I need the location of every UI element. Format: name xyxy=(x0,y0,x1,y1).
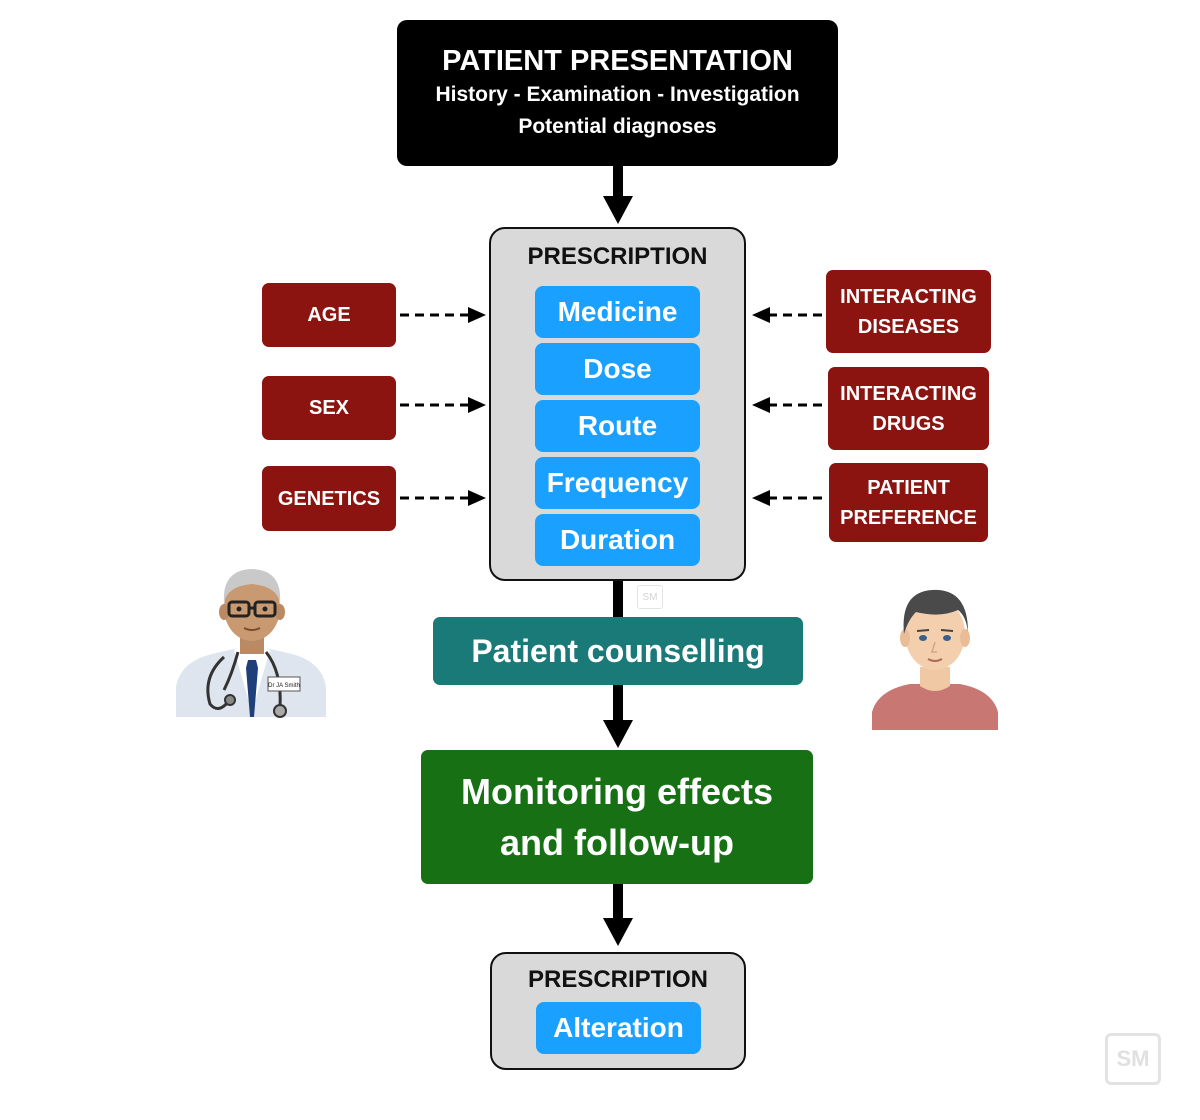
factor-patient-preference: PATIENT PREFERENCE xyxy=(829,463,988,542)
presentation-line2: Potential diagnoses xyxy=(518,115,717,138)
prescription-box: PRESCRIPTION Medicine Dose Route Frequen… xyxy=(489,227,746,581)
factor-interacting-drugs: INTERACTING DRUGS xyxy=(828,367,989,450)
arrow-counselling-to-monitoring xyxy=(603,684,633,748)
prescription-item-frequency: Frequency xyxy=(535,457,700,509)
arrow-presentation-to-prescription xyxy=(603,166,633,224)
prescription-item-duration: Duration xyxy=(535,514,700,566)
factor-interacting-diseases-line1: INTERACTING xyxy=(840,285,977,308)
arrow-genetics xyxy=(400,490,486,506)
patient-presentation-box: PATIENT PRESENTATION History - Examinati… xyxy=(397,20,838,166)
factor-patient-preference-line1: PATIENT xyxy=(867,476,950,499)
doctor-badge-text: Dr JA Smith xyxy=(268,683,300,689)
alteration-box: PRESCRIPTION Alteration xyxy=(490,952,746,1070)
watermark-logo: SM xyxy=(1105,1033,1161,1085)
arrow-interacting-diseases xyxy=(752,307,822,323)
alteration-title: PRESCRIPTION xyxy=(527,966,709,993)
factor-age: AGE xyxy=(262,283,396,347)
monitoring-line1: Monitoring effects xyxy=(461,771,773,812)
prescription-item-medicine: Medicine xyxy=(535,286,700,338)
arrow-age xyxy=(400,307,486,323)
factor-genetics: GENETICS xyxy=(262,466,396,531)
factor-interacting-diseases: INTERACTING DISEASES xyxy=(826,270,991,353)
small-watermark: SM xyxy=(637,585,663,609)
arrow-sex xyxy=(400,397,486,413)
prescription-title: PRESCRIPTION xyxy=(527,243,708,270)
small-watermark-text: SM xyxy=(642,591,658,603)
alteration-item: Alteration xyxy=(536,1002,701,1054)
line-prescription-to-counselling xyxy=(613,580,623,620)
factor-sex: SEX xyxy=(262,376,396,440)
watermark-text: SM xyxy=(1116,1046,1150,1071)
factor-patient-preference-line2: PREFERENCE xyxy=(840,506,977,529)
arrow-interacting-drugs xyxy=(752,397,822,413)
arrow-monitoring-to-alteration xyxy=(603,884,633,946)
monitoring-line2: and follow-up xyxy=(500,822,734,863)
arrow-patient-preference xyxy=(752,490,822,506)
presentation-line1: History - Examination - Investigation xyxy=(435,83,800,106)
factor-interacting-drugs-line1: INTERACTING xyxy=(840,382,977,405)
prescription-item-dose: Dose xyxy=(535,343,700,395)
presentation-title: PATIENT PRESENTATION xyxy=(442,45,793,77)
doctor-illustration: Dr JA Smith xyxy=(176,569,326,718)
factor-interacting-drugs-line2: DRUGS xyxy=(872,412,945,435)
factor-interacting-diseases-line2: DISEASES xyxy=(857,315,960,338)
patient-illustration xyxy=(872,589,998,730)
patient-counselling-box: Patient counselling xyxy=(433,617,803,685)
monitoring-box: Monitoring effects and follow-up xyxy=(421,750,813,884)
prescription-item-route: Route xyxy=(535,400,700,452)
